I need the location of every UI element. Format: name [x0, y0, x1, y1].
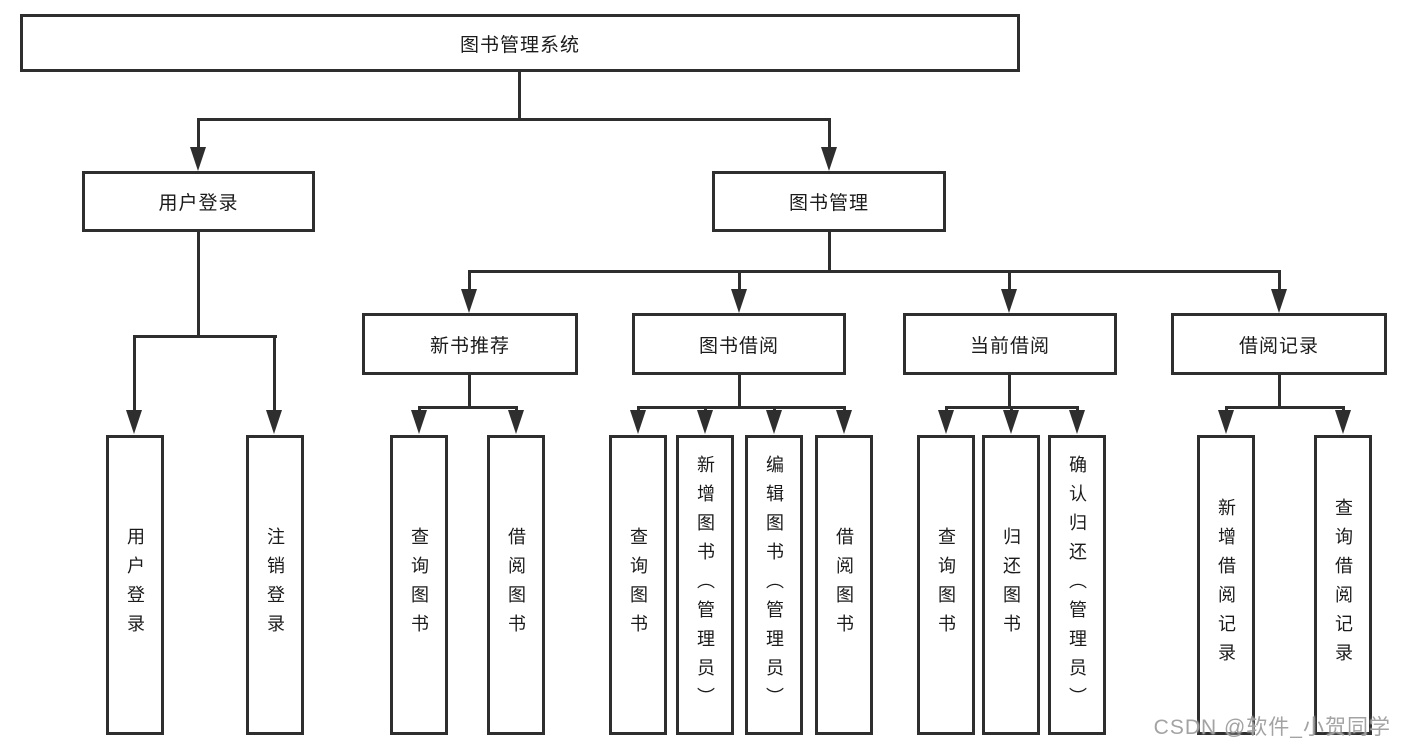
node-leaf-query-books-2: 查询图书: [609, 435, 667, 735]
node-leaf-add-borrow-record: 新增借阅记录: [1197, 435, 1255, 735]
node-current-borrowing: 当前借阅: [903, 313, 1117, 375]
connector-new-books-stem: [468, 375, 471, 409]
arrow-down-icon: [1069, 410, 1085, 434]
node-leaf-edit-books-admin: 编辑图书（管理员）: [745, 435, 803, 735]
connector-borrow-records-distributor: [1225, 406, 1345, 409]
arrow-down-icon: [190, 147, 206, 171]
arrow-down-icon: [1271, 289, 1287, 313]
connector-user-login-distributor: [133, 335, 277, 338]
node-leaf-add-books-admin: 新增图书（管理员）: [676, 435, 734, 735]
connector-root-stem: [518, 72, 521, 119]
node-leaf-query-books-3: 查询图书: [917, 435, 975, 735]
arrow-down-icon: [766, 410, 782, 434]
node-leaf-logout-label: 注销登录: [265, 527, 285, 643]
arrow-down-icon: [1003, 410, 1019, 434]
arrow-down-icon: [126, 410, 142, 434]
connector-current-borrow-stem: [1008, 375, 1011, 409]
node-book-management: 图书管理: [712, 171, 946, 232]
node-leaf-user-login-label: 用户登录: [125, 527, 145, 643]
node-leaf-query-borrow-record-label: 查询借阅记录: [1333, 498, 1353, 672]
arrow-down-icon: [1335, 410, 1351, 434]
node-leaf-add-borrow-record-label: 新增借阅记录: [1216, 498, 1236, 672]
arrow-down-icon: [508, 410, 524, 434]
node-leaf-add-books-admin-label: 新增图书（管理员）: [695, 454, 715, 716]
node-leaf-query-books-1-label: 查询图书: [409, 527, 429, 643]
node-root-system-label: 图书管理系统: [459, 34, 580, 56]
node-leaf-borrow-books-2-label: 借阅图书: [834, 527, 854, 643]
node-leaf-return-books-label: 归还图书: [1001, 527, 1021, 643]
node-leaf-edit-books-admin-label: 编辑图书（管理员）: [764, 454, 784, 716]
connector-drop-borrow-records: [1278, 270, 1281, 292]
arrow-down-icon: [1218, 410, 1234, 434]
arrow-down-icon: [821, 147, 837, 171]
connector-drop-book-management: [828, 118, 831, 152]
connector-root-distributor: [197, 118, 831, 121]
node-user-login: 用户登录: [82, 171, 315, 232]
node-leaf-user-login: 用户登录: [106, 435, 164, 735]
node-borrowing-records-label: 借阅记录: [1238, 335, 1319, 357]
connector-user-login-stem: [197, 232, 200, 338]
arrow-down-icon: [731, 289, 747, 313]
arrow-down-icon: [266, 410, 282, 434]
connector-drop-new-books: [468, 270, 471, 292]
connector-book-management-stem: [828, 232, 831, 273]
node-borrowing-records: 借阅记录: [1171, 313, 1387, 375]
node-leaf-borrow-books-1: 借阅图书: [487, 435, 545, 735]
csdn-watermark: CSDN @软件_小贺同学: [1153, 716, 1391, 739]
node-leaf-confirm-return-admin: 确认归还（管理员）: [1048, 435, 1106, 735]
node-leaf-query-borrow-record: 查询借阅记录: [1314, 435, 1372, 735]
node-leaf-query-books-2-label: 查询图书: [628, 527, 648, 643]
arrow-down-icon: [461, 289, 477, 313]
connector-drop-logout-leaf: [273, 335, 276, 413]
arrow-down-icon: [411, 410, 427, 434]
node-book-management-label: 图书管理: [788, 193, 869, 214]
arrow-down-icon: [1001, 289, 1017, 313]
connector-book-borrow-distributor: [637, 406, 846, 409]
connector-drop-current-borrow: [1008, 270, 1011, 292]
connector-level3-distributor: [468, 270, 1281, 273]
connector-drop-book-borrow: [738, 270, 741, 292]
node-leaf-borrow-books-1-label: 借阅图书: [506, 527, 526, 643]
node-leaf-borrow-books-2: 借阅图书: [815, 435, 873, 735]
node-leaf-logout: 注销登录: [246, 435, 304, 735]
node-new-book-recommendation-label: 新书推荐: [429, 335, 510, 357]
arrow-down-icon: [630, 410, 646, 434]
connector-drop-login-leaf: [133, 335, 136, 413]
node-book-borrowing: 图书借阅: [632, 313, 846, 375]
node-leaf-query-books-1: 查询图书: [390, 435, 448, 735]
node-book-borrowing-label: 图书借阅: [698, 335, 779, 357]
arrow-down-icon: [938, 410, 954, 434]
connector-borrow-records-stem: [1278, 375, 1281, 409]
node-leaf-confirm-return-admin-label: 确认归还（管理员）: [1067, 454, 1087, 716]
arrow-down-icon: [697, 410, 713, 434]
connector-book-borrow-stem: [738, 375, 741, 409]
node-leaf-query-books-3-label: 查询图书: [936, 527, 956, 643]
node-current-borrowing-label: 当前借阅: [969, 335, 1050, 357]
node-user-login-label: 用户登录: [158, 193, 239, 214]
connector-new-books-distributor: [418, 406, 518, 409]
node-new-book-recommendation: 新书推荐: [362, 313, 578, 375]
node-leaf-return-books: 归还图书: [982, 435, 1040, 735]
connector-drop-user-login: [197, 118, 200, 152]
node-root-system: 图书管理系统: [20, 14, 1020, 72]
arrow-down-icon: [836, 410, 852, 434]
